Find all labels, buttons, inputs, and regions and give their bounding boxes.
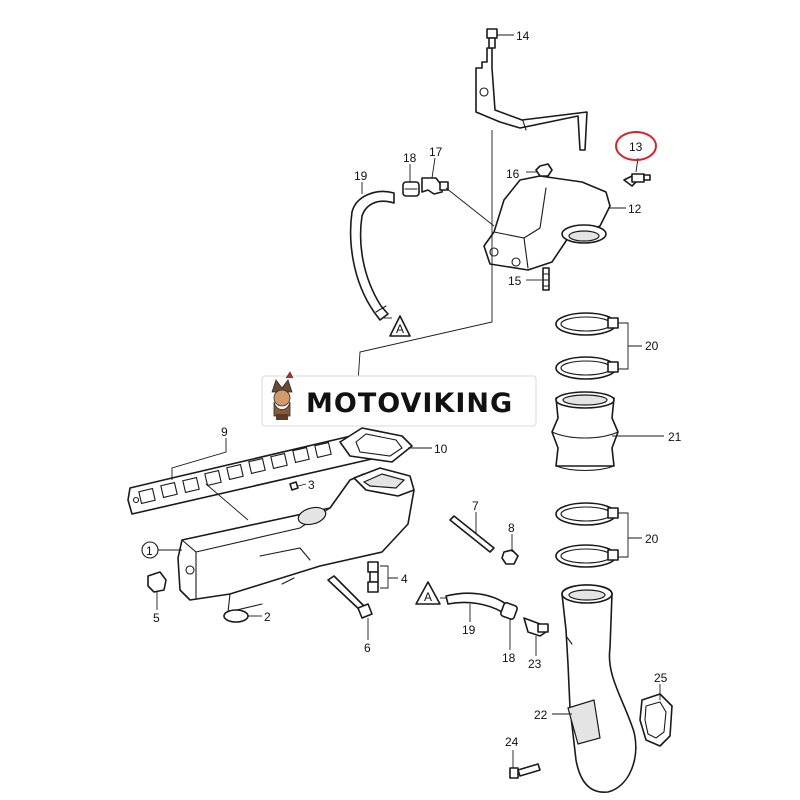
callout-13: 13 — [629, 140, 643, 154]
connection-mark-a-lower: A — [415, 581, 441, 605]
leader-9-to-1 — [205, 483, 249, 521]
nut-16 — [535, 163, 553, 177]
callout-6: 6 — [364, 641, 371, 655]
callout-2: 2 — [264, 610, 271, 624]
callout-19-upper: 19 — [354, 169, 368, 183]
nut-8 — [501, 549, 519, 565]
callout-16: 16 — [506, 167, 520, 181]
bolt-14 — [486, 28, 498, 49]
stud-15 — [542, 267, 550, 291]
sensor-13 — [623, 173, 651, 187]
hose-clamp-20-upper-b — [555, 356, 619, 380]
callout-18-upper: 18 — [403, 151, 417, 165]
callout-4: 4 — [401, 572, 408, 586]
callout-20-lower: 20 — [645, 532, 659, 546]
exhaust-pipe-22 — [561, 584, 637, 793]
gasket-10 — [339, 427, 413, 463]
callout-1-circle — [141, 541, 159, 559]
bellows-hose-21 — [551, 391, 619, 472]
callout-24: 24 — [505, 735, 519, 749]
bolt-6 — [327, 575, 373, 619]
hose-clamp-20-lower-b — [555, 544, 619, 568]
connection-mark-a-lower-label: A — [424, 590, 432, 604]
callout-23: 23 — [528, 657, 542, 671]
callout-19-lower: 19 — [462, 623, 476, 637]
callout-20-upper: 20 — [645, 339, 659, 353]
leader-17-to-12 — [445, 187, 495, 227]
bracket-20-lower — [618, 512, 642, 558]
callout-14: 14 — [516, 29, 530, 43]
callout-12: 12 — [628, 202, 642, 216]
bracket-4 — [380, 565, 398, 589]
hose-19-upper — [349, 190, 395, 321]
callout-10: 10 — [434, 442, 448, 456]
hose-clamp-20-upper-a — [555, 312, 619, 336]
callout-9: 9 — [221, 425, 228, 439]
viking-mascot-icon — [271, 371, 294, 420]
bracket-20-upper — [618, 322, 642, 370]
connection-mark-a-upper: A — [389, 315, 411, 337]
clamp-18-upper — [402, 181, 420, 197]
elbow-fitting-17 — [421, 177, 449, 195]
bracket-assembly — [475, 47, 588, 151]
callout-18-lower: 18 — [502, 651, 516, 665]
callout-5: 5 — [153, 611, 160, 625]
connection-mark-a-upper-label: A — [396, 322, 404, 336]
callout-1: 1 — [146, 544, 153, 558]
hose-19-lower — [445, 592, 507, 613]
callout-15: 15 — [508, 274, 522, 288]
bolt-24 — [509, 763, 541, 779]
leader-17 — [431, 157, 436, 179]
fitting-4 — [367, 561, 379, 593]
callout-21: 21 — [668, 430, 682, 444]
elbow-fitting-5 — [147, 571, 167, 593]
stud-7 — [449, 515, 495, 553]
brand-name: MOTOVIKING — [306, 388, 513, 419]
bracket-guide-line — [357, 130, 493, 383]
gasket-25 — [639, 693, 673, 747]
leader-9 — [171, 438, 227, 480]
callout-8: 8 — [508, 521, 515, 535]
fitting-23 — [523, 617, 549, 637]
callout-25: 25 — [654, 671, 668, 685]
exhaust-manifold-1 — [177, 467, 415, 613]
plug-2 — [223, 609, 249, 623]
hose-clamp-20-lower-a — [555, 502, 619, 526]
callout-7: 7 — [472, 499, 479, 513]
leader-3 — [297, 483, 307, 487]
highlight-ring-13 — [615, 131, 657, 161]
callout-17: 17 — [429, 145, 443, 159]
brand-banner: MOTOVIKING — [261, 371, 537, 427]
callout-22: 22 — [534, 708, 548, 722]
exhaust-elbow-12 — [483, 175, 611, 271]
clamp-18-lower — [500, 602, 518, 620]
callout-3: 3 — [308, 478, 315, 492]
stud-3 — [289, 481, 299, 491]
